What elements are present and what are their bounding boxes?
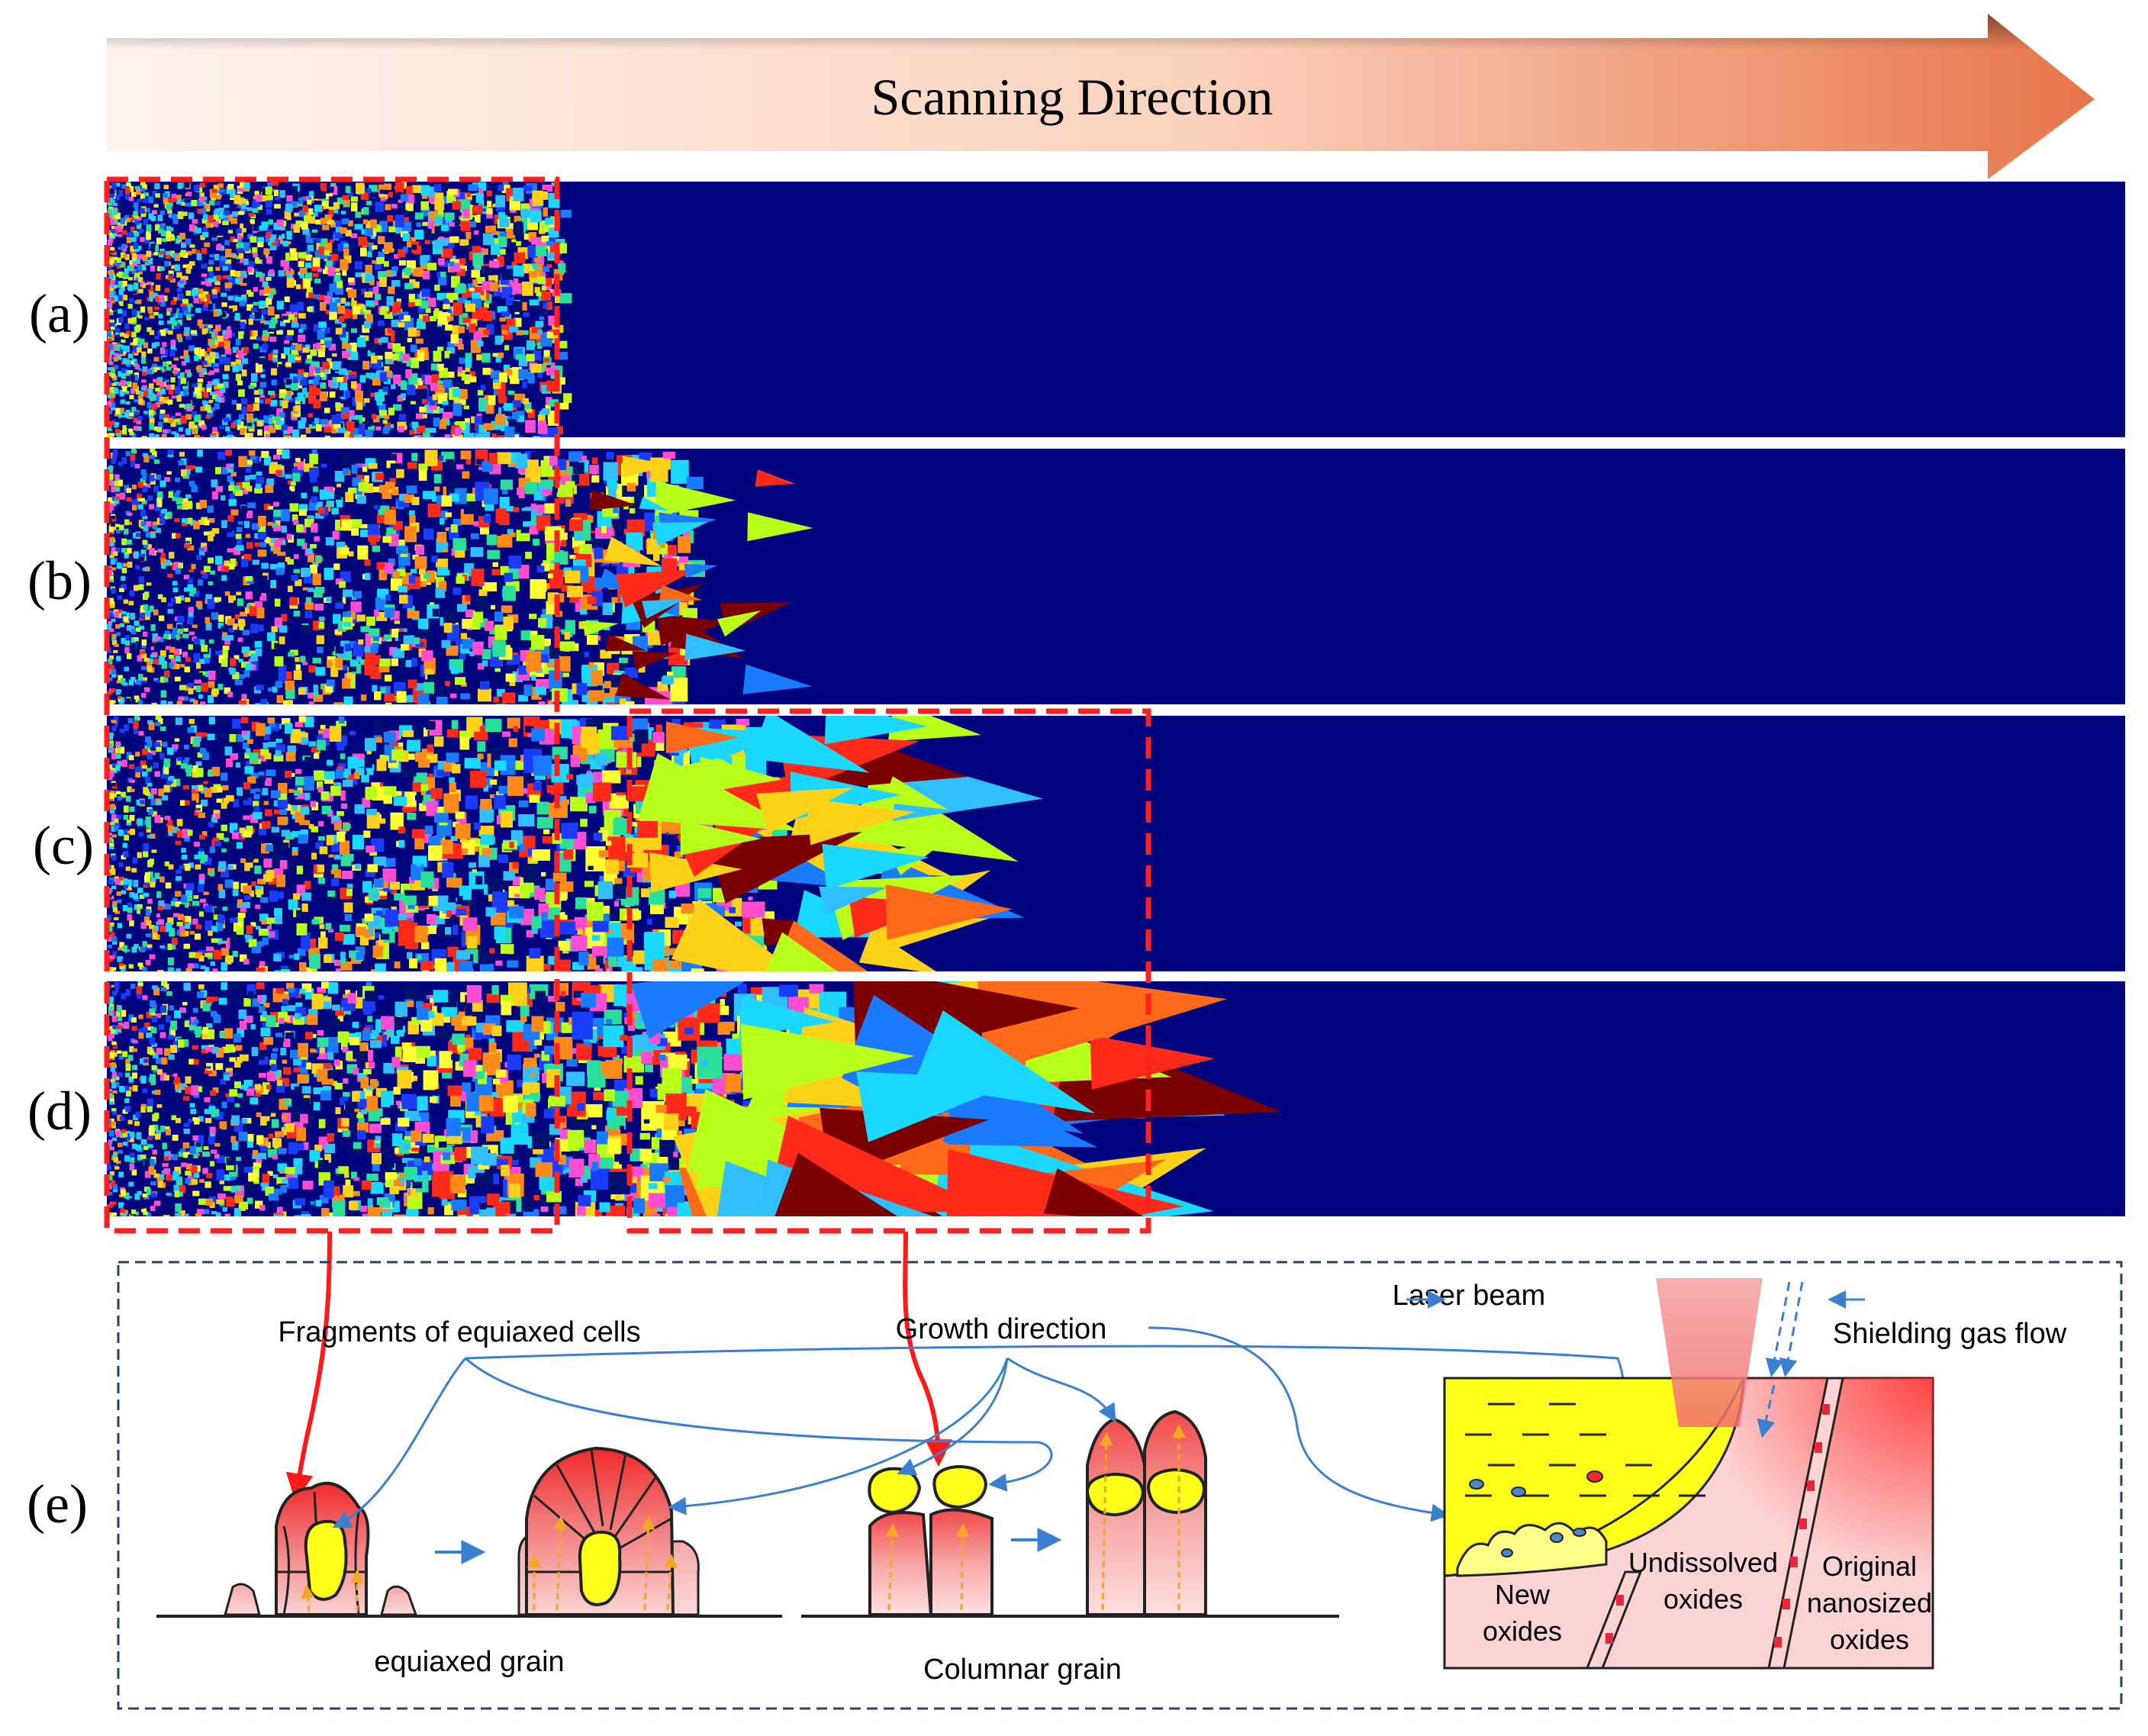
equiaxed-grain-developed — [517, 1446, 700, 1616]
undissolved-oxides-label-2: oxides — [1663, 1583, 1743, 1615]
shielding-gas-label: Shielding gas flow — [1833, 1318, 2067, 1350]
columnar-grain-developed — [1085, 1409, 1207, 1616]
panel-a-background — [107, 182, 2125, 437]
panel-b-grain-field — [107, 449, 813, 704]
panel-d-grain-field — [107, 981, 1281, 1216]
original-oxides-label-3: oxides — [1830, 1624, 1909, 1655]
equiaxed-connector-arrow — [285, 1231, 332, 1502]
laser-beam-cone — [1656, 1278, 1763, 1427]
new-oxides-label-1: New — [1495, 1579, 1551, 1610]
scanning-direction-label: Scanning Direction — [871, 68, 1274, 126]
schematic-frame — [117, 1261, 2123, 1710]
equiaxed-region-highlight — [104, 176, 560, 1234]
equiaxed-grain-label: equiaxed grain — [374, 1646, 564, 1678]
oxide-particles — [1469, 1479, 1586, 1557]
panel-label-e: (e) — [27, 1474, 88, 1535]
liquid-surface-dashes — [1465, 1403, 1705, 1497]
columnar-connector-arrow — [903, 1231, 952, 1467]
columnar-grain-early — [868, 1464, 993, 1616]
columnar-region-highlight — [626, 708, 1151, 1234]
panel-d — [107, 981, 2125, 1216]
fragments-label: Fragments of equiaxed cells — [278, 1316, 640, 1348]
growth-direction-label: Growth direction — [896, 1313, 1107, 1345]
equiaxed-grain-early — [224, 1481, 418, 1616]
undissolved-oxides-label-1: Undissolved — [1628, 1547, 1778, 1578]
laser-beam-label: Laser beam — [1393, 1280, 1546, 1312]
columnar-grain-label: Columnar grain — [923, 1654, 1122, 1686]
original-oxides-label-2: nanosized — [1807, 1587, 1932, 1618]
panel-c — [107, 716, 2125, 971]
panel-label-b: (b) — [27, 550, 92, 611]
panel-label-d: (d) — [27, 1081, 92, 1142]
new-oxides-label-2: oxides — [1483, 1615, 1562, 1647]
gas-flow-lines — [1757, 1281, 1804, 1438]
scanning-direction-arrow: Scanning Direction — [107, 14, 2095, 179]
panel-b — [107, 449, 2125, 704]
panel-label-c: (c) — [33, 815, 94, 876]
melt-pool-section: New oxides Undissolved oxides Original n… — [1443, 1278, 1934, 1670]
previous-track-boundary-2 — [1585, 1570, 1643, 1670]
nanosized-oxides — [1605, 1404, 1830, 1647]
panel-label-a: (a) — [29, 283, 90, 344]
panel-a — [107, 182, 2125, 437]
panel-a-grain-field — [107, 182, 572, 437]
original-oxides-label-1: Original — [1822, 1551, 1917, 1582]
